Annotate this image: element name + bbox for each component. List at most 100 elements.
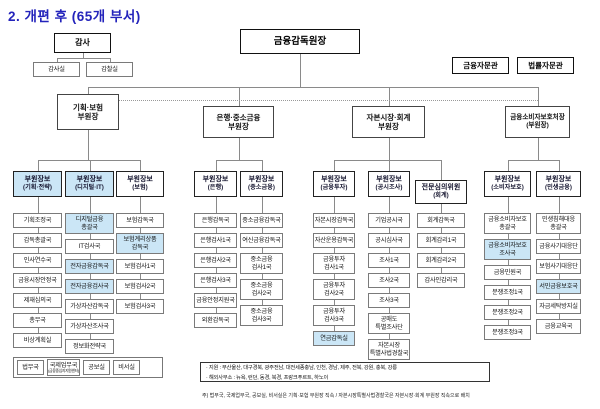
dept-box: IT검사국 bbox=[65, 239, 114, 254]
label: 부원장보 bbox=[321, 176, 347, 184]
regional-offices-note: · 지원 : 부산울산, 대구경북, 광주전남, 대전세종충남, 인천, 경남,… bbox=[200, 362, 490, 382]
label: 특별조사단 bbox=[375, 323, 403, 331]
connector-line bbox=[82, 53, 84, 58]
connector-line bbox=[261, 160, 263, 171]
label: 부원장 bbox=[378, 122, 399, 131]
dept-box: 감사인감리국 bbox=[417, 273, 465, 288]
label: 금융안정지원국 bbox=[196, 296, 235, 304]
connector-line bbox=[558, 160, 560, 171]
dept-box: 자산운용감독국 bbox=[313, 233, 355, 248]
page-title: 2. 개편 후 (65개 부서) bbox=[8, 9, 141, 24]
connector-line bbox=[37, 160, 39, 171]
connector-line bbox=[215, 160, 262, 161]
label: 자금세탁방지실 bbox=[539, 302, 578, 310]
label: 감사인감리국 bbox=[424, 276, 458, 284]
label: 조사3국 bbox=[379, 296, 399, 304]
assistant-deputy-box: 부원장보(중소금융) bbox=[240, 171, 283, 197]
connector-line bbox=[88, 87, 89, 94]
connector-line bbox=[388, 87, 390, 106]
connector-line bbox=[215, 160, 217, 171]
footnote: 주) 법무국, 국제업무국, 공보실, 비서실은 기획·보험 부원장 직속 / … bbox=[202, 393, 470, 399]
financial-advisor-box: 금융자문관 bbox=[452, 57, 509, 74]
label: 금융자문관 bbox=[463, 61, 498, 70]
dept-box: 금융사기대응단 bbox=[536, 239, 581, 254]
label: 부원장보 bbox=[202, 176, 229, 184]
label: 은행·중소금융 bbox=[216, 113, 261, 122]
dept-box: 은행검사3국 bbox=[194, 273, 237, 288]
audit-office-box: 감사실 bbox=[33, 62, 80, 77]
label: 보험검사1국 bbox=[124, 262, 156, 270]
connector-line bbox=[507, 160, 559, 161]
label: 검사3국 bbox=[251, 315, 272, 323]
connector-line bbox=[119, 100, 538, 101]
label: 국제업무국 bbox=[49, 361, 78, 369]
dept-box: 감독총괄국 bbox=[13, 233, 62, 248]
inspection-office-box: 감찰실 bbox=[86, 62, 133, 77]
dept-box: 회계감리2국 bbox=[417, 253, 465, 268]
label: 감사실 bbox=[48, 65, 65, 73]
label: 부원장보 bbox=[494, 176, 521, 184]
connector-line bbox=[537, 87, 539, 106]
legal-advisor-box: 법률자문관 bbox=[517, 57, 574, 74]
label: 총무국 bbox=[29, 316, 46, 324]
assistant-deputy-box: 부원장보(은행) bbox=[194, 171, 237, 197]
label: 중소금융 bbox=[250, 282, 273, 290]
label: 검사3국 bbox=[324, 315, 344, 323]
connector-line bbox=[140, 160, 141, 171]
label: 분쟁조정1국 bbox=[492, 288, 523, 296]
dept-box: 전자금융감독국 bbox=[65, 259, 114, 274]
dept-box: 가상자산감독국 bbox=[65, 299, 114, 314]
label: 금융투자 bbox=[323, 308, 345, 316]
label: 부원장보 bbox=[545, 176, 572, 184]
label: 디지털금융 bbox=[75, 216, 104, 224]
label: 비서실 bbox=[118, 363, 135, 371]
label: 민생침해대응 bbox=[542, 216, 575, 224]
label: (기획·전략) bbox=[23, 184, 52, 192]
label: 총괄국 bbox=[550, 223, 567, 231]
label: 검사2국 bbox=[251, 289, 272, 297]
label: IT검사국 bbox=[78, 242, 101, 250]
label: 자산운용감독국 bbox=[314, 236, 354, 244]
connector-line bbox=[88, 130, 89, 160]
dept-box: 인사연수국 bbox=[13, 253, 62, 268]
label: (공시조사) bbox=[375, 184, 403, 192]
label: 공시심사국 bbox=[375, 236, 403, 244]
label: 총괄국 bbox=[499, 223, 516, 231]
dept-box: 비서실 bbox=[113, 360, 140, 375]
dept-box: 금융민원국 bbox=[484, 265, 531, 280]
label: 부원장보 bbox=[127, 176, 153, 184]
dept-box: 공시심사국 bbox=[368, 233, 410, 248]
dept-box: 분쟁조정2국 bbox=[484, 305, 531, 320]
dept-box: 전자금융검사국 bbox=[65, 279, 114, 294]
governor-label: 금융감독원장 bbox=[273, 35, 327, 47]
label: 부원장보 bbox=[376, 176, 402, 184]
dept-box: 보험검사1국 bbox=[116, 259, 164, 274]
label: 감독국 bbox=[131, 243, 149, 251]
label: 자본시장 bbox=[378, 342, 400, 350]
dept-box: 금융시장안정국 bbox=[13, 273, 62, 288]
dept-box: 분쟁조정3국 bbox=[484, 325, 531, 340]
connector-line bbox=[89, 160, 91, 171]
dept-box: 금융교육국 bbox=[536, 319, 581, 334]
connector-line bbox=[88, 87, 538, 88]
label: 검사1국 bbox=[251, 263, 272, 271]
dept-box: 은행검사1국 bbox=[194, 233, 237, 248]
label: 금융소비자보호처장 bbox=[510, 114, 565, 122]
note-line: · 해외사무소 : 뉴욕, 런던, 동경, 북경, 프랑크푸르트, 하노이 bbox=[206, 374, 329, 381]
label: 분쟁조정3국 bbox=[492, 328, 523, 336]
label: (금융투자) bbox=[320, 184, 348, 192]
label: 법률자문관 bbox=[528, 61, 563, 70]
dept-box: 자본시장감독국 bbox=[313, 213, 355, 228]
label: 비상계획실 bbox=[23, 336, 52, 344]
label: 공매도 bbox=[380, 316, 398, 324]
dept-box: 총무국 bbox=[13, 313, 62, 328]
label: 금융민원국 bbox=[493, 268, 522, 276]
label: 보험감독국 bbox=[126, 216, 154, 224]
